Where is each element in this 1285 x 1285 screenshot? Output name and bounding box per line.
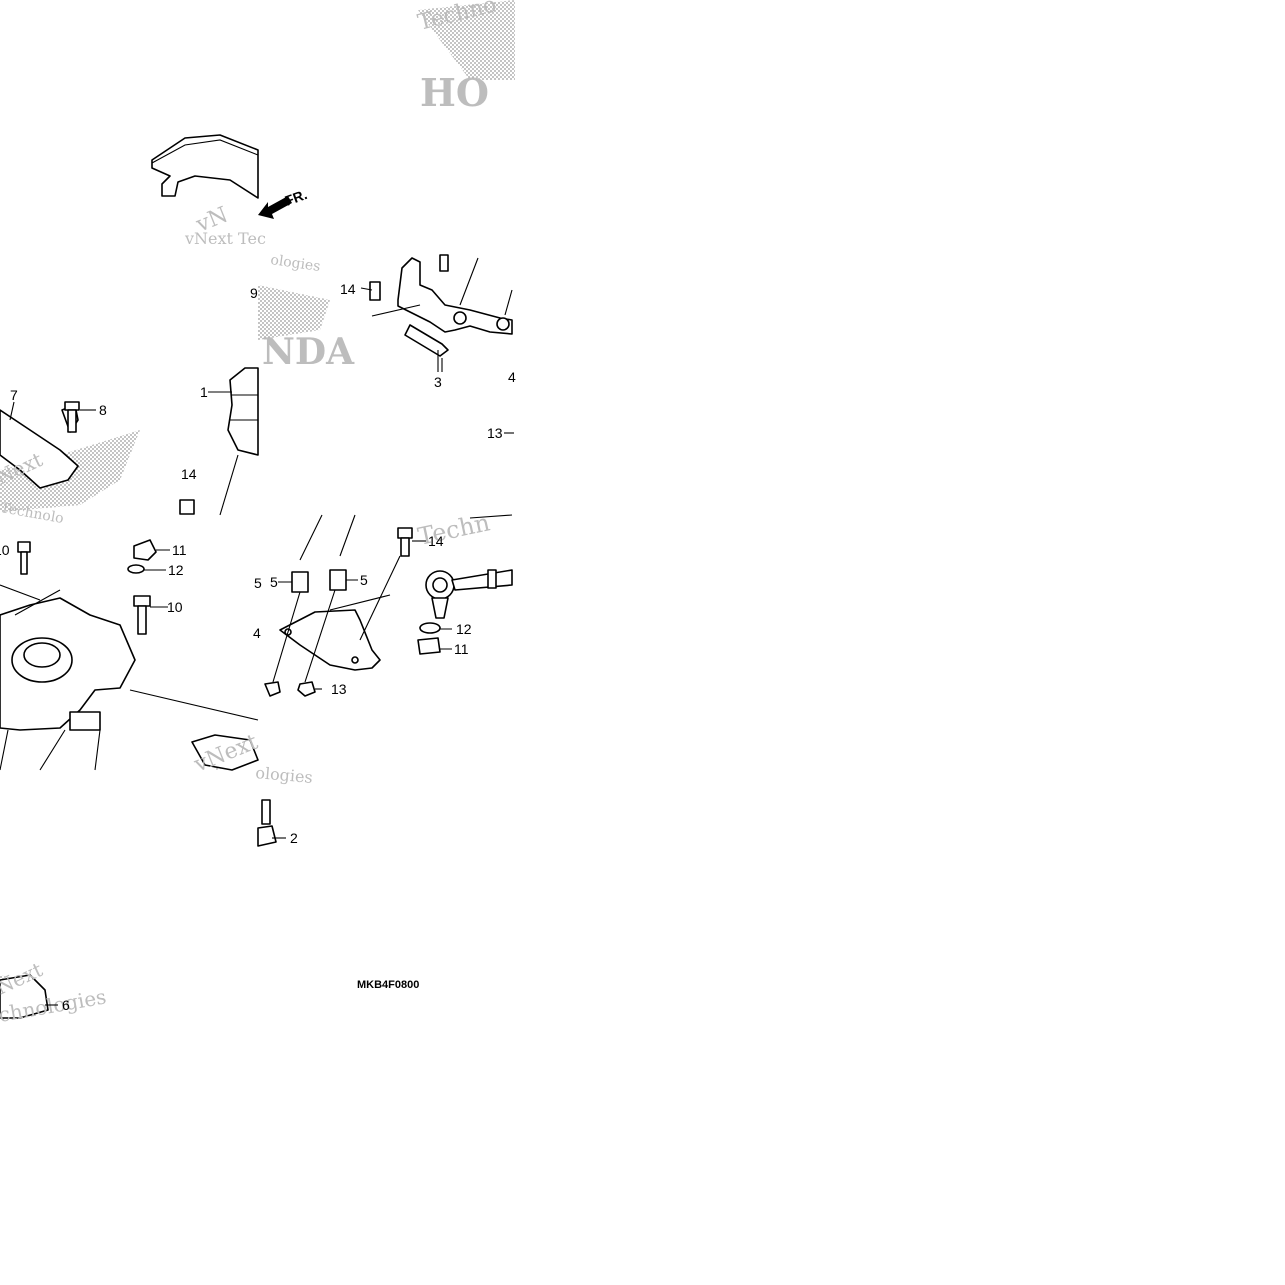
fasteners-left [17, 401, 195, 635]
tail-lamp-upper [219, 367, 259, 516]
front-direction-label: FR. [283, 186, 310, 209]
front-direction-arrow: FR. [258, 186, 309, 219]
brand-watermark-nda: NDA [262, 331, 355, 373]
callout-12-left: 12 [168, 562, 184, 578]
callout-6: 6 [62, 997, 70, 1013]
controller-module [0, 584, 259, 771]
callout-10-left: 10 [0, 542, 10, 558]
callout-11-left: 11 [172, 542, 187, 558]
diagram-code: MKB4F0800 [357, 979, 419, 991]
brand-wing-watermark-mid: NDA [258, 285, 355, 373]
callout-10-right: 10 [167, 599, 183, 615]
upper-bracket-assembly [369, 254, 513, 372]
callout-3: 3 [434, 374, 442, 390]
brand-watermark-ho: HO [420, 70, 489, 115]
callout-4-top: 4 [508, 369, 516, 385]
callout-5-left: 5 [270, 574, 278, 590]
watermark-vnext-tec: vNext Tec [184, 229, 266, 248]
callout-8: 8 [99, 402, 107, 418]
mounting-plate-assembly [264, 514, 413, 697]
watermark-ologies-mid: ologies [255, 763, 314, 787]
callout-13-mid: 13 [331, 681, 347, 697]
leader-lines [9, 287, 514, 1006]
callout-9: 9 [250, 285, 258, 301]
callout-14-right: 14 [428, 533, 444, 549]
callout-14-left: 14 [181, 466, 197, 482]
pad-part-center [191, 734, 277, 847]
callout-13-right: 13 [487, 425, 503, 441]
callout-4-mid: 4 [253, 625, 261, 641]
watermark-techn-right: Techn [415, 508, 492, 551]
callout-1: 1 [200, 384, 208, 400]
callout-12-right: 12 [456, 621, 472, 637]
callout-numbers: 1 2 3 4 4 5 5 5 6 7 8 9 10 10 11 11 12 1… [0, 281, 516, 1013]
fairing-part [151, 134, 259, 199]
callout-2: 2 [290, 830, 298, 846]
linkage-rod [417, 514, 513, 655]
callout-5-edge: 5 [254, 575, 262, 591]
brand-wing-watermark-top: HO Techno [415, 0, 515, 115]
callout-11-right: 11 [454, 641, 469, 657]
callout-5-right: 5 [360, 572, 368, 588]
callout-14-top: 14 [340, 281, 356, 297]
callout-7: 7 [10, 387, 18, 403]
watermark-ologies-top: ologies [269, 252, 321, 275]
pad-part-6 [0, 974, 49, 1019]
